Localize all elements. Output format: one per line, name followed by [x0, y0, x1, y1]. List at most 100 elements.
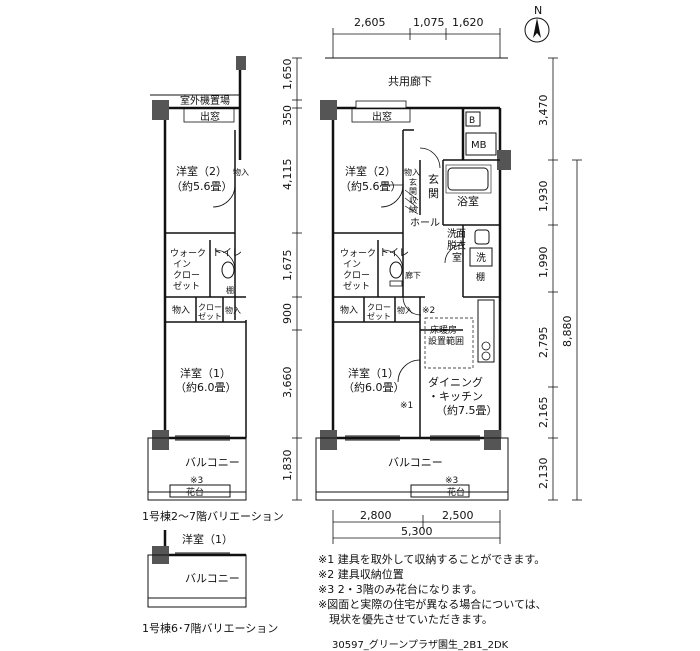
left-dimension-lines: [292, 57, 302, 501]
v1-bedroom1-size: （約6.0畳）: [175, 380, 237, 394]
dim-top-1: 2,605: [354, 16, 386, 29]
v1-storage-1: 物入: [233, 167, 249, 177]
mb-label: MB: [471, 140, 487, 151]
walkin-1: ウォーク: [340, 248, 376, 259]
note2-mark: ※2: [422, 306, 435, 316]
dim-left-2: 350: [281, 105, 294, 126]
dim-left-6: 3,660: [281, 367, 294, 399]
v1-walkin-1: ウォーク: [170, 248, 206, 259]
dim-right-1: 3,470: [537, 95, 550, 127]
top-dimension-lines: [332, 28, 501, 58]
dim-bottom-1: 2,800: [360, 509, 392, 522]
note-3: ※3 2・3階のみ花台になります。: [318, 583, 483, 596]
dim-left-7: 1,830: [281, 450, 294, 482]
v1-closet-1: クロー: [198, 303, 222, 312]
washroom-1: 洗: [447, 228, 457, 240]
balcony-label: バルコニー: [388, 456, 443, 469]
v1-bedroom2-name: 洋室（2）: [176, 164, 227, 178]
toilet-label: トイレ: [379, 248, 409, 259]
walkin-2: イン: [343, 260, 361, 270]
v1-walkin-3: クロー: [173, 270, 200, 281]
footer-code: 30597_グリーンプラザ園生_2B1_2DK: [332, 640, 509, 651]
walkin-4: ゼット: [343, 280, 370, 292]
bedroom2-name: 洋室（2）: [345, 164, 396, 178]
v1-walkin-2: イン: [173, 260, 191, 270]
flower-bed-label: 花台: [447, 486, 465, 498]
washroom-3: 脱: [447, 239, 457, 252]
bedroom2-size: （約5.6畳）: [340, 179, 402, 193]
entry-storage-4: 納: [409, 204, 417, 214]
v1-toilet: トイレ: [212, 248, 242, 259]
v2-balcony: バルコニー: [185, 572, 240, 585]
entrance-1: 玄: [428, 172, 439, 186]
dim-bottom-2: 2,500: [442, 509, 474, 522]
dim-right-6: 2,130: [537, 458, 550, 490]
dim-right-3: 1,990: [537, 247, 550, 279]
walkin-3: クロー: [343, 270, 370, 281]
bedroom1-name: 洋室（1）: [348, 366, 399, 380]
v1-walkin-4: ゼット: [173, 280, 200, 292]
bath-label: 浴室: [457, 194, 479, 208]
dim-left-4: 1,675: [281, 250, 294, 282]
dk-3: （約7.5畳）: [436, 403, 498, 417]
v1-balcony: バルコニー: [185, 456, 240, 469]
bedroom1-size: （約6.0畳）: [343, 380, 405, 394]
dim-right-4: 2,795: [537, 327, 550, 359]
variation-plan-2: 洋室（1） バルコニー: [147, 530, 247, 608]
v1-out-window: 出窓: [200, 110, 220, 123]
variation-plan-1: 室外機置場 出窓 洋室（2） （約5.6畳） 物入 ウォーク イン クロー ゼッ…: [147, 56, 249, 501]
note-5: 現状を優先させていただきます。: [318, 613, 493, 626]
right-dimension-lines: [548, 57, 582, 501]
note-4: ※図面と実際の住宅が異なる場合については、: [318, 598, 547, 611]
washroom-5: 室: [452, 251, 462, 264]
variation2-caption: 1号棟6･7階バリエーション: [142, 622, 279, 635]
compass-label: N: [534, 4, 542, 17]
v1-storage-2: 物入: [172, 304, 190, 316]
main-floor-plan: 共用廊下 出窓: [315, 57, 511, 501]
dim-top-3: 1,620: [452, 16, 484, 29]
shelf-label: 棚: [476, 271, 485, 283]
dim-left-1: 1,650: [281, 59, 294, 91]
note3-mark: ※3: [445, 476, 458, 486]
note-1: ※1 建具を取外して収納することができます。: [318, 553, 546, 566]
v1-bedroom1-name: 洋室（1）: [180, 366, 231, 380]
hall-label: ホール: [410, 217, 440, 229]
v1-flower-bed: 花台: [186, 486, 204, 498]
closet-2: ゼット: [367, 311, 391, 321]
dim-right-2: 1,930: [537, 181, 550, 213]
entry-storage-1: 玄: [409, 177, 417, 187]
entry-storage-2: 関: [409, 187, 417, 196]
storage-label-3: 物入: [397, 305, 413, 315]
washroom-2: 面: [456, 229, 466, 240]
b-label: B: [469, 116, 475, 126]
heating-1: 床暖房: [430, 324, 457, 336]
entrance-2: 関: [428, 187, 439, 200]
v2-bedroom1: 洋室（1）: [182, 532, 233, 546]
north-compass-icon: N: [524, 4, 550, 43]
v1-closet-2: ゼット: [198, 311, 222, 321]
note-2: ※2 建具収納位置: [318, 568, 404, 581]
heating-2: 設置範囲: [428, 335, 464, 347]
entry-storage-3: 収: [409, 195, 417, 205]
out-window-label: 出窓: [372, 110, 392, 123]
v1-bedroom2-size: （約5.6畳）: [171, 179, 233, 193]
storage-label-2: 物入: [340, 304, 358, 316]
variation1-caption: 1号棟2～7階バリエーション: [142, 510, 284, 523]
dim-left-5: 900: [281, 303, 294, 324]
corridor-in-label: 廊下: [405, 270, 421, 280]
v1-outdoor-unit: 室外機置場: [180, 94, 230, 107]
dim-left-3: 4,115: [281, 159, 294, 191]
dim-bottom-total: 5,300: [401, 525, 433, 538]
corridor-label: 共用廊下: [388, 74, 432, 88]
v1-storage-3: 物入: [225, 305, 241, 315]
wash-label: 洗: [476, 252, 486, 264]
closet-1: クロー: [367, 303, 391, 312]
washroom-4: 衣: [456, 239, 466, 252]
dk-2: ・キッチン: [428, 390, 483, 403]
dim-right-5: 2,165: [537, 397, 550, 429]
dim-right-total: 8,880: [561, 316, 574, 348]
dim-top-2: 1,075: [413, 16, 445, 29]
v1-note3: ※3: [190, 476, 203, 486]
note1-mark: ※1: [400, 401, 413, 411]
